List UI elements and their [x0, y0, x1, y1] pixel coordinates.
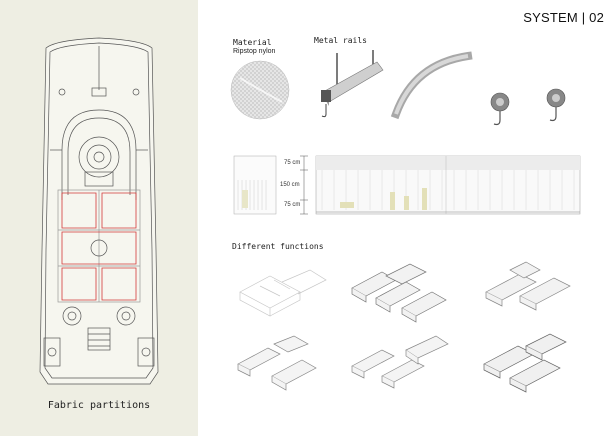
different-functions-label: Different functions: [232, 242, 324, 251]
dim-top-label: 75 cm: [284, 160, 301, 166]
boat-plan-drawing: [39, 37, 159, 385]
dim-middle-label: 150 cm: [280, 182, 300, 188]
left-panel-caption: Fabric partitions: [47, 400, 151, 411]
metal-rail-bracket-image: [321, 50, 384, 118]
function-layout-5: [351, 335, 449, 389]
rail-roller-hooks-image: [490, 88, 566, 126]
function-layout-3: [485, 261, 571, 311]
material-label: Material: [233, 38, 272, 47]
partition-section-drawing: [233, 155, 581, 215]
function-layout-6: [483, 333, 567, 393]
material-name: Ripstop nylon: [233, 48, 276, 55]
curved-rail-image: [390, 51, 473, 120]
function-layout-2: [351, 263, 447, 323]
metal-rails-label: Metal rails: [314, 36, 367, 45]
function-layout-4: [237, 335, 317, 391]
fabric-swatch-image: [230, 60, 290, 120]
function-layout-1: [239, 269, 327, 317]
page-title: SYSTEM | 02: [523, 10, 604, 25]
dim-bottom-label: 75 cm: [284, 202, 301, 208]
